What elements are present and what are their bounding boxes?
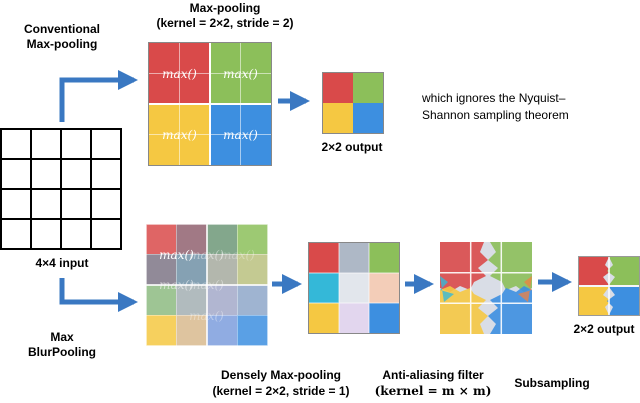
arrow-blurpool bbox=[59, 278, 138, 312]
dense-output-cell bbox=[369, 303, 399, 333]
conventional-maxpool-label: Conventional Max-pooling bbox=[23, 22, 100, 51]
dense-maxpool-params: (kernel = 2×2, stride = 1) bbox=[212, 384, 350, 398]
output-cell-green bbox=[353, 73, 383, 103]
output-cell-blue bbox=[353, 103, 383, 133]
input-cell bbox=[91, 189, 121, 219]
dense-output-cell bbox=[369, 243, 399, 273]
max-op-label-ghost: max() bbox=[189, 277, 224, 292]
dense-output-cell bbox=[309, 303, 339, 333]
anti-aliasing-title: Anti-aliasing filter bbox=[382, 368, 484, 382]
input-cell bbox=[1, 159, 31, 189]
anti-aliased-blur bbox=[440, 242, 532, 334]
max-op-label: max() bbox=[159, 247, 194, 262]
anti-aliased-grid bbox=[440, 242, 532, 334]
dense-output-cell bbox=[339, 243, 369, 273]
dense-output-gridlines bbox=[309, 243, 399, 333]
input-cell bbox=[1, 219, 31, 249]
input-cell bbox=[91, 159, 121, 189]
maxpool-grid-lines bbox=[149, 43, 271, 165]
input-label: 4×4 input bbox=[35, 256, 89, 270]
dense-maxpool-overlap bbox=[146, 224, 268, 346]
max-op-label: max() bbox=[162, 127, 197, 142]
dense-output-grid bbox=[308, 242, 400, 334]
maxpool-title: Max-pooling bbox=[189, 1, 261, 15]
dense-output-cell bbox=[309, 273, 339, 303]
max-op-label-ghost: max() bbox=[159, 277, 194, 292]
output-grid-top bbox=[322, 72, 384, 134]
input-cell bbox=[31, 189, 61, 219]
input-cell bbox=[61, 129, 91, 159]
arrow-conventional bbox=[59, 70, 138, 122]
input-cell bbox=[61, 189, 91, 219]
output-cell-red bbox=[323, 73, 353, 103]
dense-output-cell bbox=[339, 303, 369, 333]
input-cell bbox=[91, 129, 121, 159]
max-op-label: max() bbox=[223, 66, 258, 81]
max-op-label-ghost: max() bbox=[220, 247, 255, 262]
blurpool-label: Max BlurPooling bbox=[28, 330, 96, 359]
input-cell bbox=[31, 129, 61, 159]
output-grid-bottom bbox=[578, 256, 640, 316]
output-top-label: 2×2 output bbox=[321, 140, 383, 154]
nyquist-note-line1: which ignores the Nyquist– bbox=[422, 91, 566, 105]
maxpool-params: (kernel = 2×2, stride = 2) bbox=[156, 16, 294, 30]
dense-output-cell bbox=[369, 273, 399, 303]
dense-output-cell bbox=[339, 273, 369, 303]
dense-maxpool-title: Densely Max-pooling bbox=[220, 368, 342, 382]
input-cell bbox=[1, 189, 31, 219]
subsampling-label: Subsampling bbox=[514, 376, 590, 390]
maxpool-grid: max() max() max() max() bbox=[148, 42, 272, 166]
input-grid bbox=[0, 128, 122, 250]
input-cell bbox=[1, 129, 31, 159]
nyquist-note-line2: Shannon sampling theorem bbox=[422, 108, 569, 122]
input-cell bbox=[31, 219, 61, 249]
max-op-label-ghost: max() bbox=[189, 308, 224, 323]
anti-aliasing-params: (kernel = m × m) bbox=[374, 384, 492, 398]
input-cell bbox=[61, 159, 91, 189]
dense-output-cell bbox=[309, 243, 339, 273]
max-op-label: max() bbox=[162, 66, 197, 81]
output-bottom-label: 2×2 output bbox=[573, 322, 635, 336]
subsampled-output bbox=[579, 257, 639, 315]
input-cell bbox=[61, 219, 91, 249]
input-cell bbox=[31, 159, 61, 189]
max-op-label-ghost: max() bbox=[189, 247, 224, 262]
output-cell-yellow bbox=[323, 103, 353, 133]
max-op-label: max() bbox=[223, 127, 258, 142]
input-cell bbox=[91, 219, 121, 249]
dense-maxpool-grid: max() max() max() max() max() max() bbox=[146, 224, 268, 346]
